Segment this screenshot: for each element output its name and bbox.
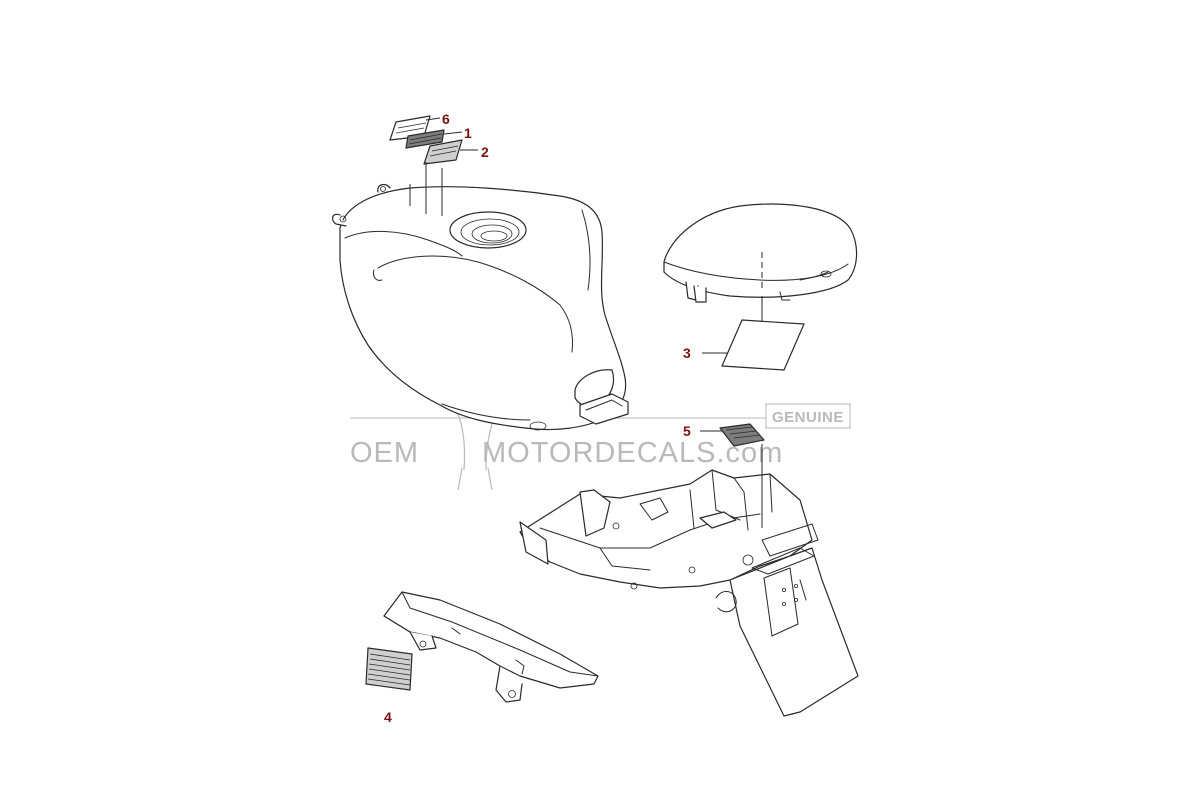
watermark-badge: GENUINE bbox=[772, 409, 844, 426]
fuel-tank bbox=[331, 183, 629, 431]
decal-5 bbox=[719, 423, 765, 447]
callout-1: 1 bbox=[464, 125, 472, 141]
callout-5: 5 bbox=[683, 423, 691, 439]
decal-3 bbox=[721, 319, 805, 371]
rear-fender bbox=[519, 469, 859, 717]
callout-4: 4 bbox=[384, 709, 392, 725]
chain-guard bbox=[383, 591, 599, 703]
decal-4 bbox=[365, 647, 413, 691]
watermark: OEM MOTORDECALS.com GENUINE bbox=[350, 293, 851, 491]
callout-6: 6 bbox=[442, 111, 450, 127]
callout-2: 2 bbox=[481, 144, 489, 160]
callouts: 6 1 2 3 5 4 bbox=[384, 111, 691, 725]
decal-1 bbox=[405, 129, 445, 149]
watermark-badge-box bbox=[765, 403, 851, 429]
watermark-brand-left: OEM bbox=[350, 437, 419, 469]
callout-3: 3 bbox=[683, 345, 691, 361]
seat-cowl bbox=[663, 203, 858, 303]
callout-leaders bbox=[425, 117, 728, 432]
decal-2 bbox=[423, 139, 463, 165]
